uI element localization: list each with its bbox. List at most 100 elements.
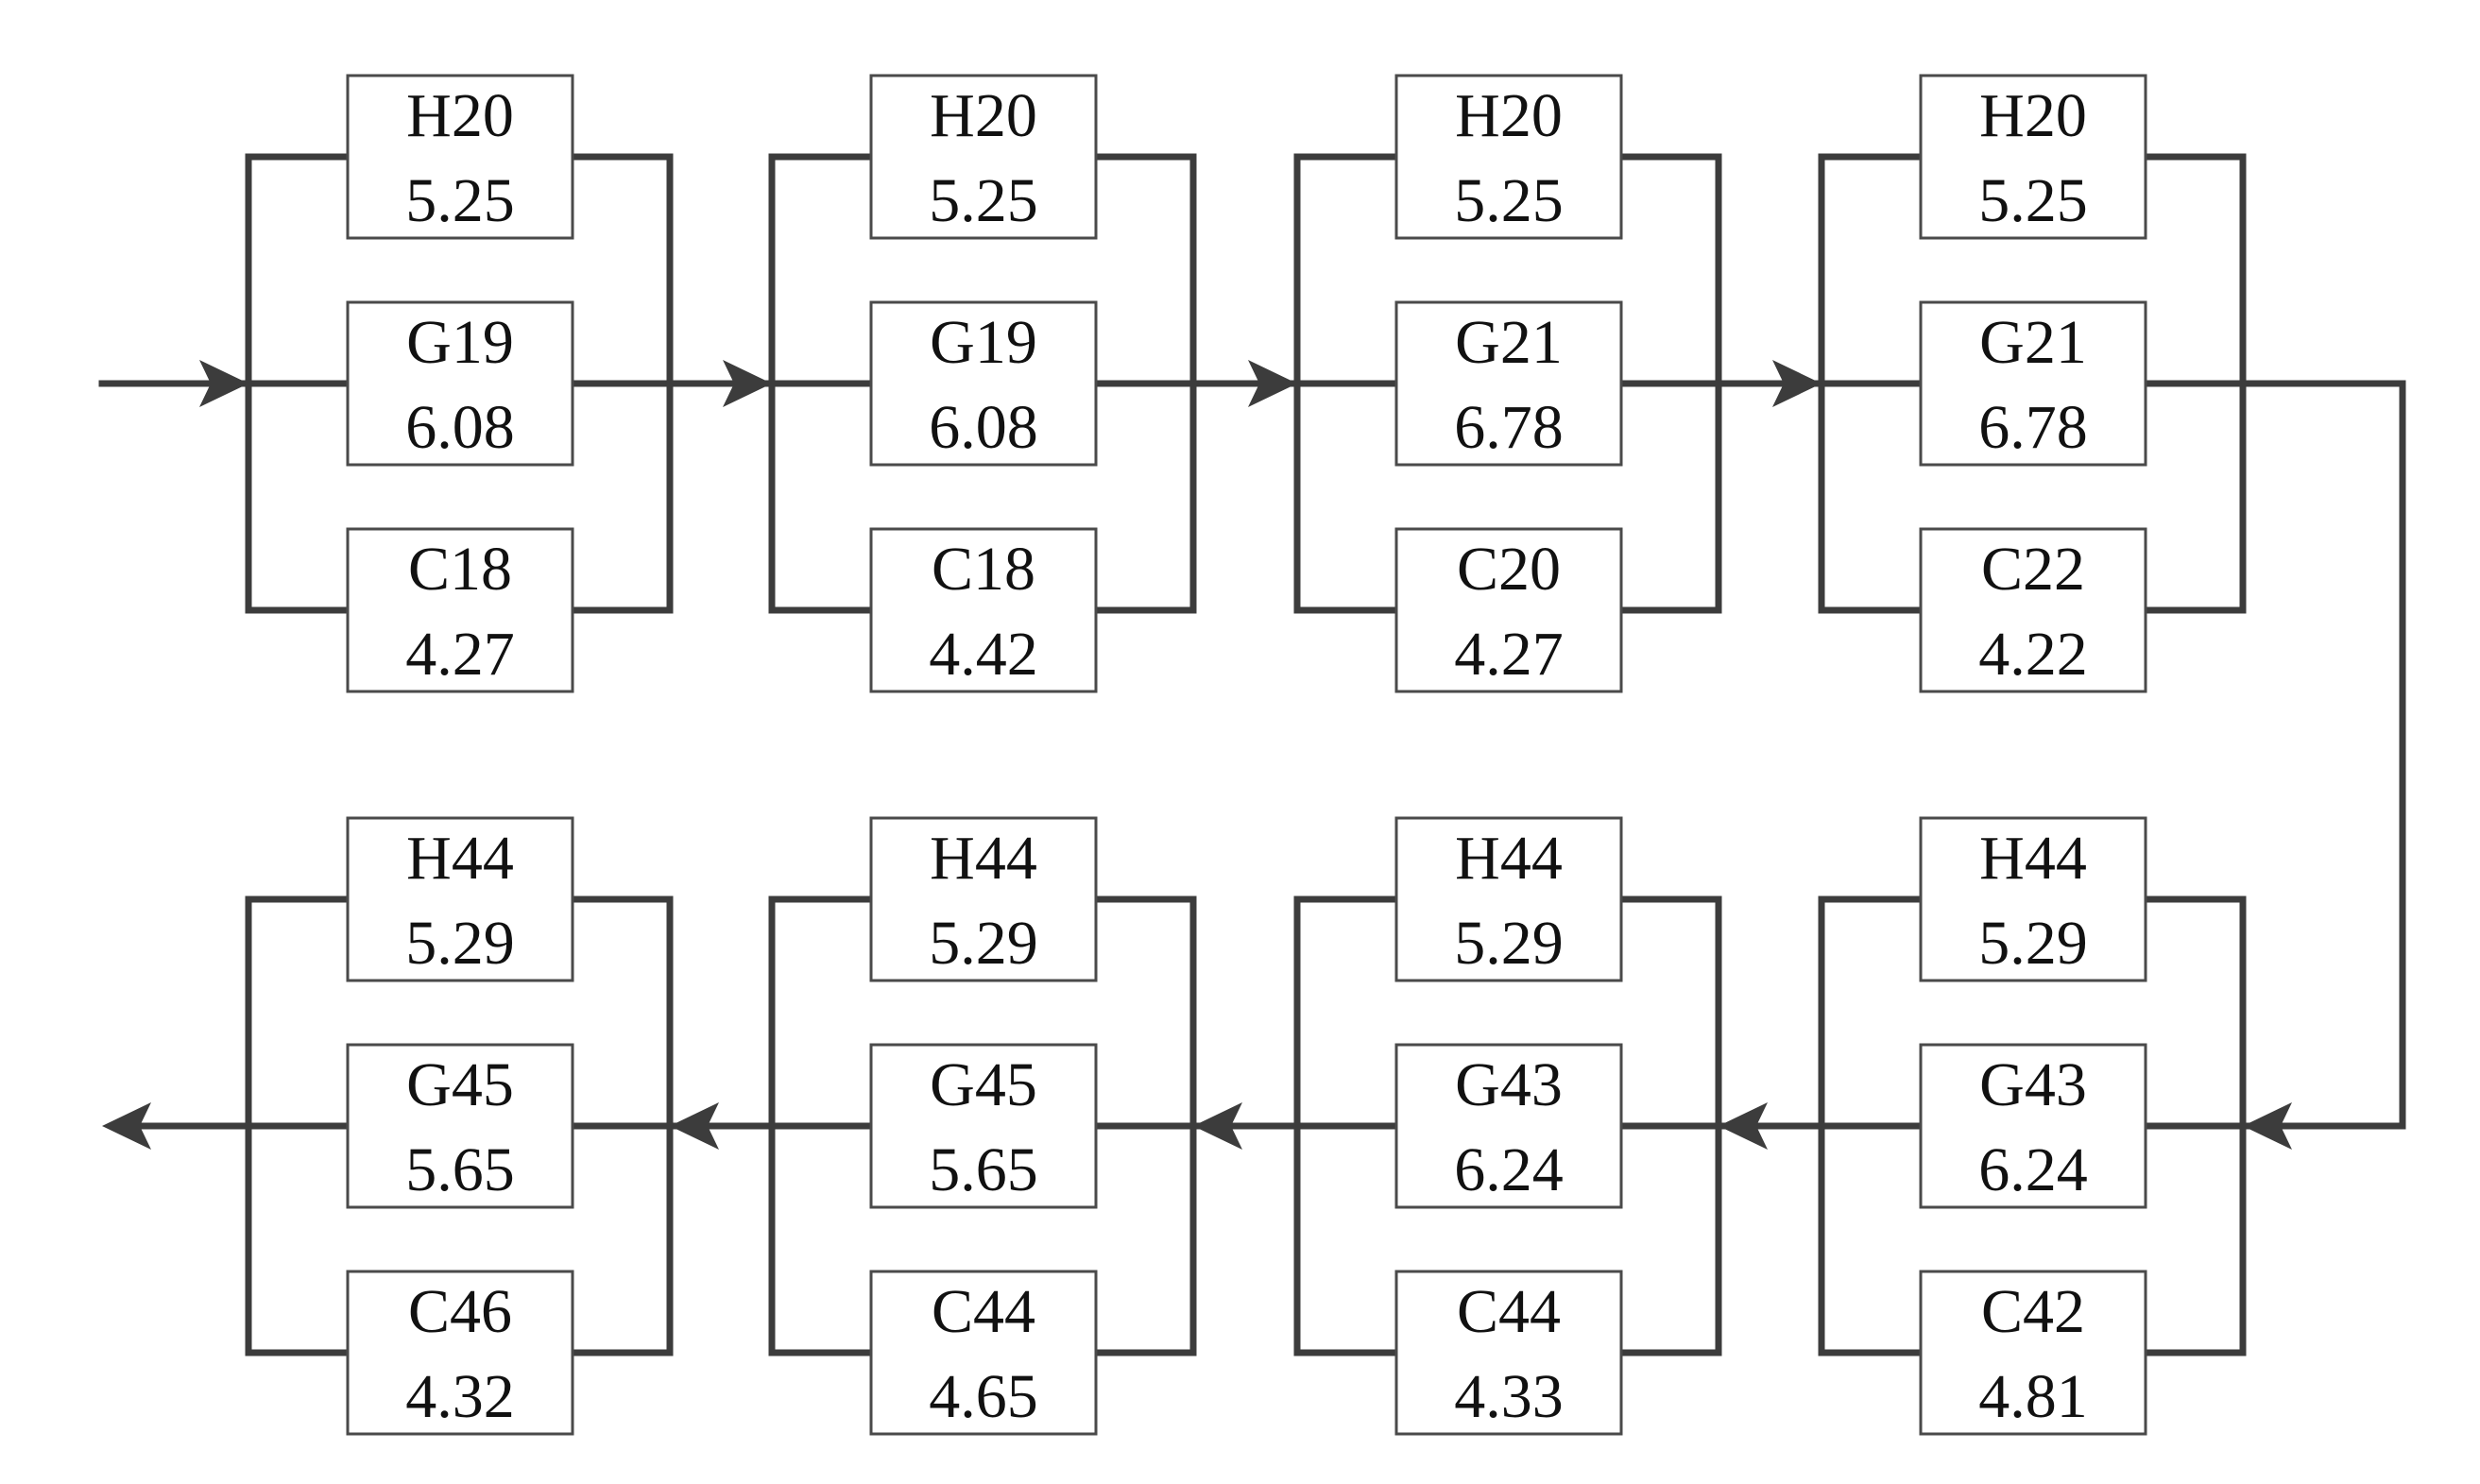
unit-label: G21 xyxy=(1979,308,2087,377)
unit-block: H44 5.29 xyxy=(869,816,1098,982)
unit-value: 6.08 xyxy=(929,393,1038,462)
unit-block: H44 5.29 xyxy=(1919,816,2147,982)
unit-label: H20 xyxy=(930,81,1037,150)
unit-box xyxy=(346,816,574,982)
unit-box xyxy=(869,527,1098,693)
flow-arrow-left xyxy=(670,1102,719,1150)
unit-label: C46 xyxy=(408,1277,512,1346)
unit-box xyxy=(1919,1043,2147,1209)
input-arrow xyxy=(199,360,248,407)
unit-box xyxy=(346,74,574,240)
unit-value: 5.65 xyxy=(405,1135,515,1204)
unit-label: C22 xyxy=(1981,535,2085,604)
unit-box xyxy=(1394,816,1623,982)
flow-arrow-left xyxy=(1719,1102,1768,1150)
output-arrow xyxy=(102,1102,151,1150)
unit-box xyxy=(346,527,574,693)
unit-block: G21 6.78 xyxy=(1919,300,2147,467)
unit-box xyxy=(1919,527,2147,693)
unit-box xyxy=(346,1043,574,1209)
unit-block: G45 5.65 xyxy=(346,1043,574,1209)
unit-box xyxy=(1394,1043,1623,1209)
unit-label: H20 xyxy=(1455,81,1563,150)
unit-box xyxy=(1394,1270,1623,1436)
unit-label: H44 xyxy=(1979,824,2087,893)
unit-value: 5.29 xyxy=(1454,909,1564,978)
unit-blocks: H205.25G196.08C184.27H205.25G196.08C184.… xyxy=(346,74,2147,1436)
unit-label: C42 xyxy=(1981,1277,2085,1346)
unit-value: 4.42 xyxy=(929,620,1038,689)
unit-value: 5.29 xyxy=(1978,909,2088,978)
unit-value: 5.29 xyxy=(405,909,515,978)
unit-value: 4.33 xyxy=(1454,1362,1564,1431)
unit-value: 5.29 xyxy=(929,909,1038,978)
unit-label: G19 xyxy=(406,308,514,377)
unit-label: H20 xyxy=(406,81,514,150)
unit-block: C46 4.32 xyxy=(346,1270,574,1436)
unit-block: H20 5.25 xyxy=(869,74,1098,240)
unit-box xyxy=(1394,74,1623,240)
unit-value: 5.25 xyxy=(1978,166,2088,235)
flow-arrow-right xyxy=(1248,360,1297,407)
unit-box xyxy=(869,816,1098,982)
unit-value: 4.81 xyxy=(1978,1362,2088,1431)
flow-arrow-right xyxy=(723,360,772,407)
unit-value: 5.25 xyxy=(929,166,1038,235)
unit-block: C18 4.42 xyxy=(869,527,1098,693)
unit-label: H44 xyxy=(406,824,514,893)
unit-label: G43 xyxy=(1979,1050,2087,1119)
unit-block: H20 5.25 xyxy=(1919,74,2147,240)
unit-box xyxy=(346,300,574,467)
unit-label: G43 xyxy=(1455,1050,1563,1119)
unit-label: H20 xyxy=(1979,81,2087,150)
unit-value: 4.65 xyxy=(929,1362,1038,1431)
unit-value: 4.27 xyxy=(1454,620,1564,689)
unit-block: H20 5.25 xyxy=(1394,74,1623,240)
unit-box xyxy=(1919,300,2147,467)
unit-value: 6.24 xyxy=(1978,1135,2088,1204)
flow-arrow-left xyxy=(1193,1102,1242,1150)
unit-box xyxy=(346,1270,574,1436)
flow-arrows xyxy=(102,360,2292,1150)
unit-value: 4.32 xyxy=(405,1362,515,1431)
unit-label: G45 xyxy=(406,1050,514,1119)
unit-box xyxy=(1394,527,1623,693)
return-arrow xyxy=(2243,1102,2292,1150)
unit-block: C42 4.81 xyxy=(1919,1270,2147,1436)
flow-arrow-right xyxy=(1772,360,1822,407)
unit-box xyxy=(869,74,1098,240)
unit-value: 5.25 xyxy=(1454,166,1564,235)
unit-block: C22 4.22 xyxy=(1919,527,2147,693)
unit-label: G21 xyxy=(1455,308,1563,377)
unit-value: 6.24 xyxy=(1454,1135,1564,1204)
unit-box xyxy=(1919,816,2147,982)
unit-block: H44 5.29 xyxy=(346,816,574,982)
unit-label: C18 xyxy=(408,535,512,604)
unit-label: C18 xyxy=(932,535,1035,604)
unit-label: G45 xyxy=(930,1050,1037,1119)
unit-block: G43 6.24 xyxy=(1394,1043,1623,1209)
unit-block: H44 5.29 xyxy=(1394,816,1623,982)
unit-box xyxy=(1919,74,2147,240)
unit-box xyxy=(1394,300,1623,467)
unit-value: 6.78 xyxy=(1978,393,2088,462)
unit-label: H44 xyxy=(930,824,1037,893)
unit-value: 4.22 xyxy=(1978,620,2088,689)
unit-label: C20 xyxy=(1457,535,1561,604)
unit-block: C20 4.27 xyxy=(1394,527,1623,693)
unit-box xyxy=(1919,1270,2147,1436)
unit-block: G43 6.24 xyxy=(1919,1043,2147,1209)
unit-block: C44 4.65 xyxy=(869,1270,1098,1436)
unit-block: G45 5.65 xyxy=(869,1043,1098,1209)
unit-label: C44 xyxy=(932,1277,1035,1346)
unit-label: C44 xyxy=(1457,1277,1561,1346)
unit-label: H44 xyxy=(1455,824,1563,893)
unit-value: 5.65 xyxy=(929,1135,1038,1204)
unit-box xyxy=(869,300,1098,467)
